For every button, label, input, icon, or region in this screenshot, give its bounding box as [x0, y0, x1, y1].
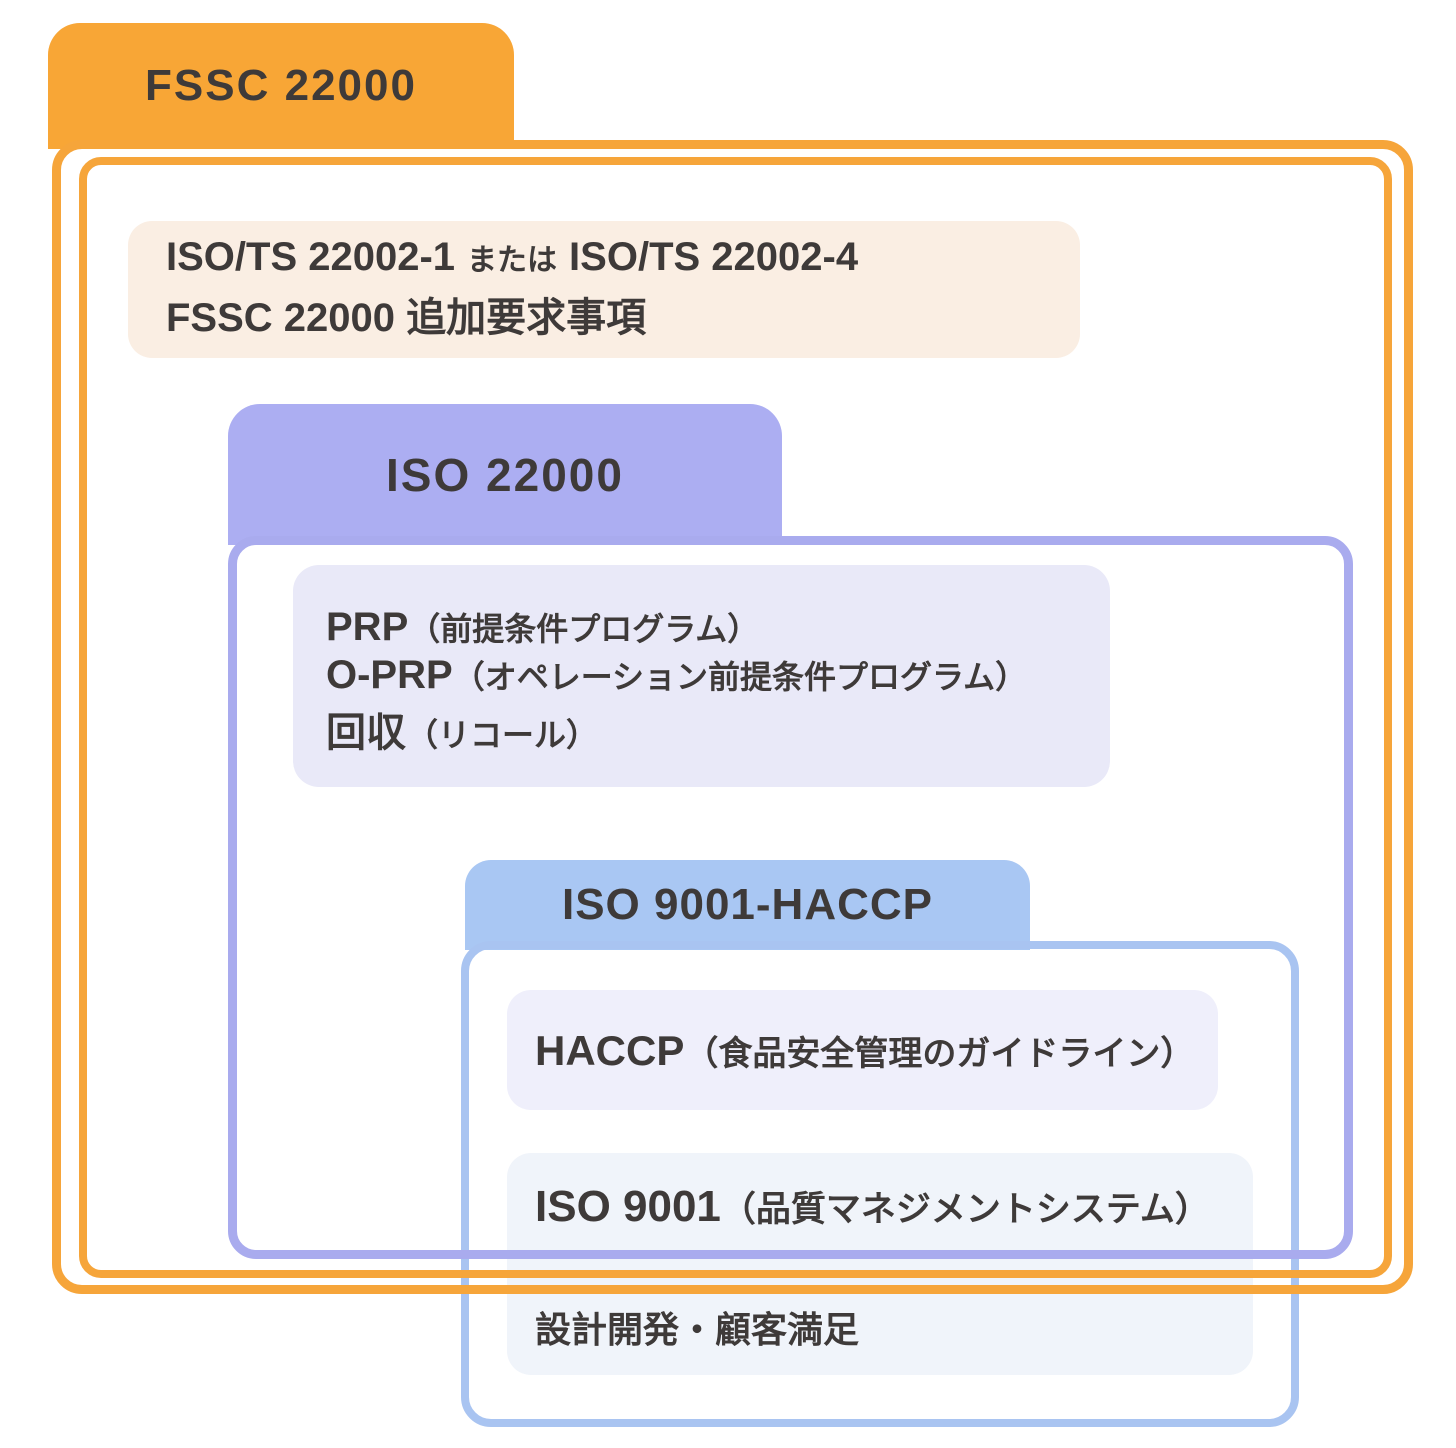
- design-development-customer-satisfaction-label: 設計開発・顧客満足: [535, 1309, 860, 1350]
- recall-description: （リコール）: [406, 717, 599, 753]
- iso9001-box: ISO 9001 （品質マネジメントシステム） 設計開発・顧客満足: [507, 1153, 1253, 1375]
- iso22000-title: ISO 22000: [386, 448, 624, 501]
- prp-label: PRP: [326, 605, 409, 649]
- fssc22000-inner-frame: [79, 157, 1392, 1278]
- fssc-additional-requirements-label: FSSC 22000 追加要求事項: [166, 296, 647, 340]
- iso9001-description: （品質マネジメントシステム）: [720, 1190, 1210, 1229]
- iso9001-haccp-folder-body: [461, 941, 1299, 1427]
- or-connector-label: または: [467, 244, 558, 277]
- prp-description: （前提条件プログラム）: [408, 611, 760, 647]
- fssc-requirements-box: ISO/TS 22002-1 または ISO/TS 22002-4 FSSC 2…: [128, 221, 1080, 358]
- haccp-description: （食品安全管理のガイドライン）: [684, 1034, 1195, 1073]
- iso-ts-22002-4-label: ISO/TS 22002-4: [569, 235, 859, 279]
- recall-label: 回収: [326, 711, 406, 755]
- fssc22000-folder-tab: FSSC 22000: [48, 23, 514, 149]
- haccp-label: HACCP: [535, 1026, 685, 1074]
- iso9001-haccp-title: ISO 9001-HACCP: [561, 880, 933, 929]
- fssc22000-title: FSSC 22000: [145, 61, 417, 110]
- recall-line: 回収 （リコール）: [326, 700, 1110, 755]
- fssc22000-folder-body: [52, 140, 1413, 1294]
- iso22000-folder-tab: ISO 22000: [228, 404, 782, 545]
- oprp-label: O-PRP: [326, 653, 453, 697]
- fssc-requirements-line1: ISO/TS 22002-1 または ISO/TS 22002-4: [166, 235, 1080, 285]
- fssc-requirements-line2: FSSC 22000 追加要求事項: [166, 285, 1080, 340]
- oprp-description: （オペレーション前提条件プログラム）: [452, 659, 1028, 695]
- iso9001-haccp-folder-tab: ISO 9001-HACCP: [465, 860, 1030, 950]
- iso9001-line: ISO 9001 （品質マネジメントシステム）: [535, 1181, 1210, 1239]
- iso9001-label: ISO 9001: [535, 1182, 721, 1231]
- iso-ts-22002-1-label: ISO/TS 22002-1: [166, 235, 456, 279]
- iso22000-folder-body: [228, 536, 1353, 1259]
- prp-line: PRP （前提条件プログラム）: [326, 604, 1110, 652]
- haccp-box: HACCP （食品安全管理のガイドライン）: [507, 990, 1218, 1110]
- haccp-line: HACCP （食品安全管理のガイドライン）: [535, 1026, 1194, 1075]
- iso22000-prp-box: PRP （前提条件プログラム） O-PRP （オペレーション前提条件プログラム）…: [293, 565, 1110, 787]
- oprp-line: O-PRP （オペレーション前提条件プログラム）: [326, 652, 1110, 700]
